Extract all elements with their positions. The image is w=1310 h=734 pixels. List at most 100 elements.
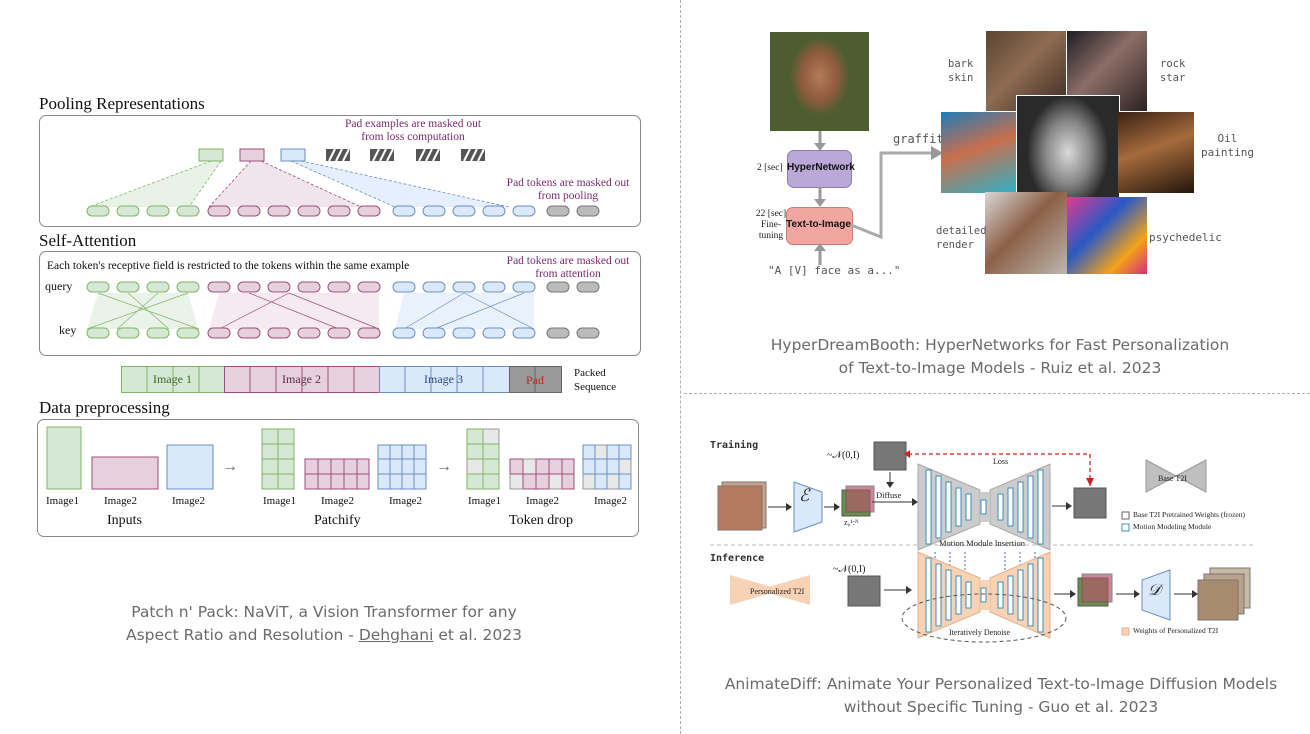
tokendrop-image1 bbox=[466, 428, 500, 490]
pool-fan-blue bbox=[291, 161, 509, 207]
encoder-block bbox=[793, 481, 823, 533]
pad-pool-note-line2: from pooling bbox=[537, 190, 599, 202]
input-image1 bbox=[46, 426, 82, 490]
training-noise bbox=[873, 441, 907, 471]
stage-patchify: Patchify bbox=[314, 513, 361, 528]
time-hyper: 2 [sec] bbox=[757, 163, 783, 173]
hypernetwork-label: HyperNetwork bbox=[787, 162, 855, 173]
arrow-to-patchify: → bbox=[222, 458, 238, 475]
arrow-to-tokendrop: → bbox=[436, 458, 452, 475]
diffuse-label: Diffuse bbox=[876, 490, 902, 500]
data-preprocessing-diagram bbox=[46, 426, 632, 490]
pool-fan-purple bbox=[209, 161, 361, 207]
detailed-line2: render bbox=[936, 239, 974, 251]
arrow-hyper-to-t2i bbox=[814, 187, 826, 207]
time-ft-line1: 22 [sec] bbox=[755, 209, 787, 219]
legend-personalized-swatch bbox=[1121, 627, 1130, 636]
iteratively-denoise-label: Iteratively Denoise bbox=[949, 628, 1011, 637]
packed-image2: Image 2 bbox=[282, 372, 321, 386]
tokendrop-label-3: Image2 bbox=[594, 495, 627, 507]
personalized-t2i-left bbox=[730, 575, 782, 605]
bark-line1: bark bbox=[948, 58, 974, 70]
packed-sequence-label: Packed Sequence bbox=[574, 366, 616, 394]
t2i-label: Text-to-Image bbox=[786, 219, 851, 230]
hyper-caption-line1: HyperDreamBooth: HyperNetworks for Fast … bbox=[770, 336, 1230, 354]
graffiti-portrait bbox=[941, 112, 1020, 193]
psychedelic-portrait bbox=[1067, 197, 1147, 274]
packed-pad: Pad bbox=[526, 373, 544, 387]
bark-line2: skin bbox=[948, 72, 974, 84]
patchify-image1 bbox=[261, 428, 295, 490]
query-token-row bbox=[86, 281, 600, 293]
z-label: z₀¹:ᴺ bbox=[844, 518, 859, 527]
pad-attention-note: Pad tokens are masked out from attention bbox=[488, 255, 648, 281]
loss-label: Loss bbox=[993, 457, 1009, 466]
data-preprocessing-title: Data preprocessing bbox=[39, 398, 170, 417]
packed-label-line1: Packed bbox=[574, 367, 606, 379]
tokendrop-image2b bbox=[582, 444, 632, 490]
style-psychedelic: psychedelic bbox=[1149, 231, 1222, 244]
style-rock-star: rock star bbox=[1160, 57, 1185, 85]
decoder-block bbox=[1141, 569, 1171, 621]
pooling-title: Pooling Representations bbox=[39, 94, 205, 113]
rock-line2: star bbox=[1160, 72, 1186, 84]
base-t2i-label: Base T2I bbox=[1158, 474, 1187, 483]
hyperdreambooth-caption: HyperDreamBooth: HyperNetworks for Fast … bbox=[740, 334, 1260, 380]
training-output-noise bbox=[1073, 487, 1107, 519]
prompt-text: "A [V] face as a..." bbox=[768, 264, 901, 277]
input-face-photo bbox=[770, 32, 869, 131]
inference-noise bbox=[847, 575, 881, 607]
key-label: key bbox=[59, 323, 77, 337]
navit-caption: Patch n' Pack: NaViT, a Vision Transform… bbox=[80, 601, 568, 647]
navit-caption-post: et al. 2023 bbox=[433, 626, 522, 644]
detailed-line1: detailed bbox=[936, 225, 987, 237]
pooling-diagram bbox=[86, 148, 600, 217]
packed-image3: Image 3 bbox=[424, 372, 463, 386]
pad-examples-note: Pad examples are masked out from loss co… bbox=[318, 118, 508, 144]
animatediff-caption-line2: without Specific Tuning - Guo et al. 202… bbox=[843, 698, 1159, 716]
packed-label-line2: Sequence bbox=[574, 381, 617, 393]
input-image2b bbox=[166, 444, 214, 490]
input-label-2: Image2 bbox=[104, 495, 137, 507]
pad-pool-note-line1: Pad tokens are masked out bbox=[506, 177, 630, 189]
personalized-t2i-label: Personalized T2I bbox=[750, 587, 805, 596]
pooled-rep-3 bbox=[280, 148, 306, 162]
time-ft-line2: Fine- bbox=[760, 220, 782, 230]
pad-examples-note-line1: Pad examples are masked out bbox=[344, 118, 482, 130]
style-detailed-render: detailed render bbox=[936, 224, 987, 252]
oil-painting-portrait bbox=[1118, 112, 1194, 193]
animatediff-diagram bbox=[710, 441, 1255, 643]
animatediff-caption-line1: AnimateDiff: Animate Your Personalized T… bbox=[724, 675, 1278, 693]
encoder-symbol: ℰ bbox=[799, 486, 810, 505]
key-token-row bbox=[86, 327, 600, 339]
input-label-3: Image2 bbox=[172, 495, 205, 507]
t2i-box bbox=[786, 207, 853, 245]
oil-line1: Oil bbox=[1217, 132, 1238, 145]
noise-label-inference: ~𝒩(0,I) bbox=[833, 564, 866, 575]
query-label: query bbox=[45, 279, 73, 293]
patchify-label-3: Image2 bbox=[389, 495, 422, 507]
patchify-image2b bbox=[377, 444, 427, 490]
dehghani-link[interactable]: Dehghani bbox=[358, 626, 434, 644]
self-attention-diagram bbox=[86, 281, 600, 339]
legend-motion-swatch bbox=[1121, 523, 1130, 532]
decoder-symbol: 𝒟 bbox=[1148, 582, 1161, 599]
pad-pool-note: Pad tokens are masked out from pooling bbox=[488, 177, 648, 203]
style-bark-skin: bark skin bbox=[948, 57, 973, 85]
self-attention-title: Self-Attention bbox=[39, 231, 137, 250]
legend-motion: Motion Modeling Module bbox=[1133, 522, 1212, 531]
navit-caption-line2: Aspect Ratio and Resolution - Dehghani e… bbox=[80, 624, 568, 647]
time-finetune: 22 [sec] Fine- tuning bbox=[755, 209, 787, 242]
vertical-divider bbox=[680, 0, 681, 734]
packed-sequence bbox=[121, 366, 562, 393]
receptive-field-note: Each token's receptive field is restrict… bbox=[47, 260, 410, 272]
legend-personalized: Weights of Personalized T2I bbox=[1133, 626, 1219, 635]
arrow-t2i-to-outputs bbox=[851, 146, 943, 240]
motion-insertion-label: Motion Module Insertion bbox=[939, 538, 1025, 548]
pad-attention-note-line2: from attention bbox=[535, 268, 601, 280]
animatediff-caption: AnimateDiff: Animate Your Personalized T… bbox=[700, 673, 1302, 719]
oil-line2: painting bbox=[1201, 146, 1254, 159]
input-label-1: Image1 bbox=[46, 495, 79, 507]
patchify-label-2: Image2 bbox=[321, 495, 354, 507]
stage-tokendrop: Token drop bbox=[509, 513, 573, 528]
